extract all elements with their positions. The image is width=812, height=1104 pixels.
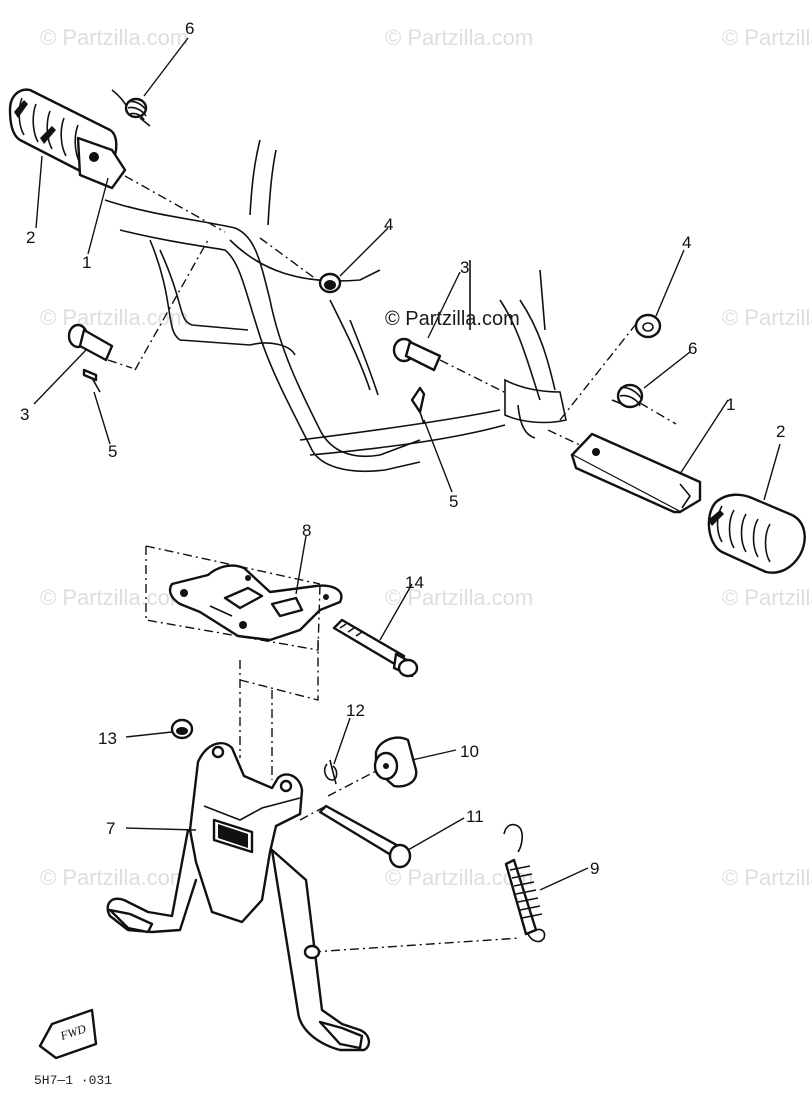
callout-6: 6 xyxy=(185,19,194,38)
torsion-spring-right xyxy=(611,383,644,409)
watermark: © Partzilla.com xyxy=(40,25,188,50)
watermark: © Partzilla.com xyxy=(40,305,188,330)
main-stand xyxy=(106,742,371,1052)
watermark: © Partzilla.com xyxy=(722,585,812,610)
drawing-code: 5H7—1 ·031 xyxy=(34,1073,112,1088)
footrest-bracket-left xyxy=(76,136,127,190)
callout-labels: 6 2 1 4 3 5 3 4 6 1 2 5 8 14 12 13 10 7 … xyxy=(20,19,785,878)
pin-right xyxy=(392,337,442,372)
torsion-spring-left xyxy=(111,89,151,127)
watermark-center: © Partzilla.com xyxy=(385,308,520,330)
washer-stand xyxy=(170,718,194,740)
callout-3: 3 xyxy=(20,405,29,424)
callout-3: 3 xyxy=(460,258,469,277)
watermark: © Partzilla.com xyxy=(40,585,188,610)
washer-right xyxy=(634,313,662,339)
callout-1: 1 xyxy=(726,395,735,414)
callout-11: 11 xyxy=(466,807,484,826)
cotter-pin-left xyxy=(82,368,101,393)
footrest-rubber-right xyxy=(707,493,806,574)
assembly-lines xyxy=(107,175,677,960)
callout-1: 1 xyxy=(82,253,91,272)
callout-9: 9 xyxy=(590,859,599,878)
callout-5: 5 xyxy=(108,442,117,461)
callout-2: 2 xyxy=(26,228,35,247)
footrest-bracket-right xyxy=(570,432,702,514)
washer-left xyxy=(318,272,342,294)
frame-tubes-outline xyxy=(104,139,567,473)
callout-10: 10 xyxy=(460,742,479,761)
stand-bracket xyxy=(168,564,343,642)
callout-13: 13 xyxy=(98,729,117,748)
pivot-bolt xyxy=(332,618,419,678)
callout-4: 4 xyxy=(384,215,393,234)
pin-left xyxy=(67,323,114,362)
return-spring xyxy=(503,823,546,943)
callout-7: 7 xyxy=(106,819,115,838)
forward-arrow-marker: FWD xyxy=(38,1008,98,1060)
stopper-cushion xyxy=(373,736,418,788)
watermark: © Partzilla.com xyxy=(40,865,188,890)
watermark: © Partzilla.com xyxy=(722,25,812,50)
cotter-pin-right xyxy=(410,386,426,425)
callout-8: 8 xyxy=(302,521,311,540)
callout-12: 12 xyxy=(346,701,365,720)
watermark-layer: © Partzilla.com © Partzilla.com © Partzi… xyxy=(40,25,812,890)
watermark: © Partzilla.com xyxy=(385,25,533,50)
clip-12 xyxy=(324,759,338,785)
callout-6: 6 xyxy=(688,339,697,358)
callout-4: 4 xyxy=(682,233,691,252)
stand-pin xyxy=(318,804,412,869)
watermark: © Partzilla.com xyxy=(722,305,812,330)
callout-2: 2 xyxy=(776,422,785,441)
callout-5: 5 xyxy=(449,492,458,511)
watermark: © Partzilla.com xyxy=(722,865,812,890)
leader-lines xyxy=(33,37,781,891)
callout-14: 14 xyxy=(405,573,424,592)
